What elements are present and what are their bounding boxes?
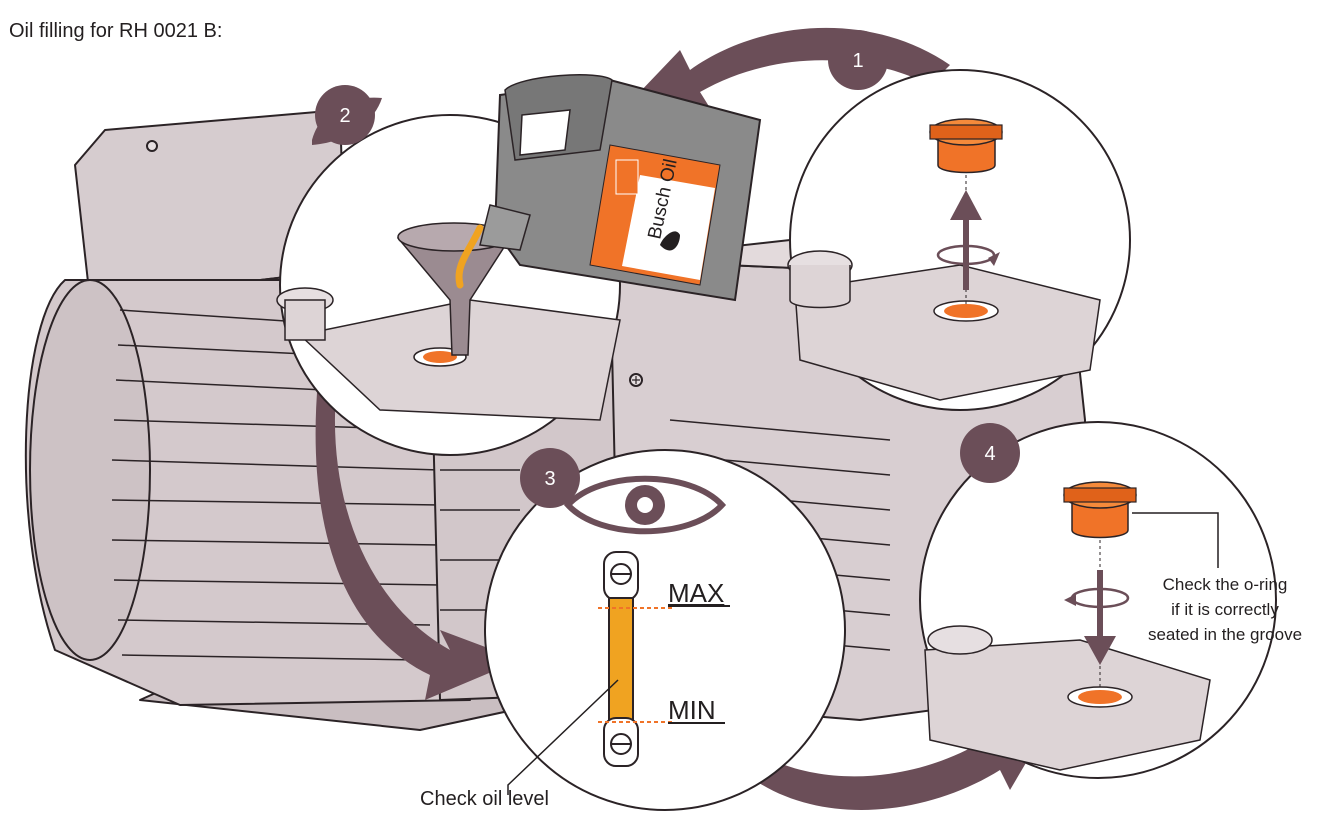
oring-note-line1: Check the o-ring [1163,575,1288,594]
badge-step4 [960,423,1020,483]
step1-circle [787,69,1131,411]
check-oil-level-label: Check oil level [420,788,549,810]
min-label: MIN [668,695,716,725]
eye-icon [563,475,727,535]
oring-note-line3: seated in the groove [1148,625,1302,644]
oil-drop-icon [660,231,680,251]
step-badges: 2 1 3 4 [312,30,1020,508]
step-2-number: 2 [339,105,350,127]
step-3-number: 3 [544,468,555,490]
oil-sight-glass [603,551,639,767]
oring-note-line2: if it is correctly [1171,600,1279,619]
page-title: Oil filling for RH 0021 B: [9,20,223,42]
step-1-number: 1 [852,50,863,72]
step-4-number: 4 [984,443,995,465]
arrow-step3-to-step4 [730,705,1060,810]
badge-step1 [828,30,888,90]
arrow-step2-to-step3 [315,360,520,700]
badge-step3 [520,448,580,508]
step3-circle: MAX MIN Check oil level [420,449,846,811]
step4-circle: Check the o-ring if it is correctly seat… [919,421,1302,779]
max-label: MAX [668,578,724,608]
oil-cap-refit [1063,481,1137,539]
oil-cap-removed [929,118,1003,174]
oil-can: Busch Oil [479,74,762,302]
